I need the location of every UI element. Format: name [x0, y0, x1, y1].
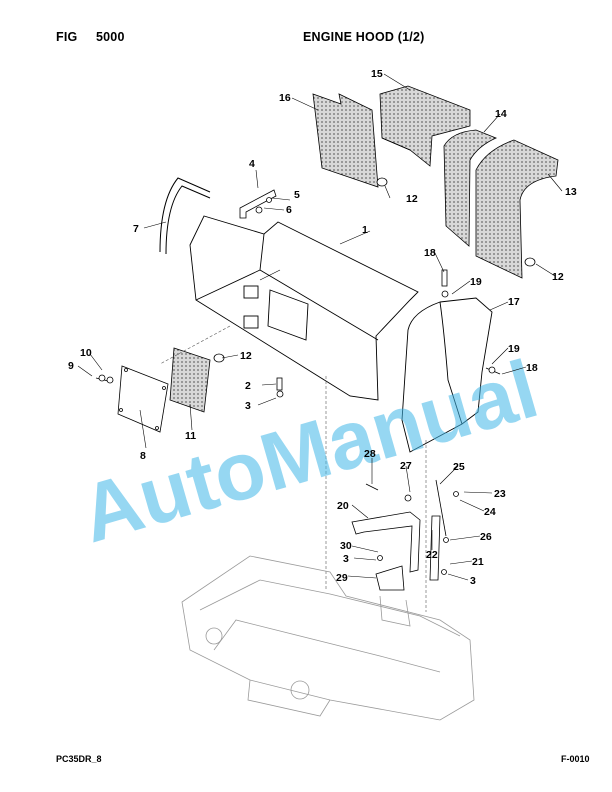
page-title: ENGINE HOOD (1/2): [303, 30, 425, 44]
part-4-bracket: [239, 189, 277, 219]
bolt-2-3: [276, 377, 284, 398]
callout-3: 3: [245, 400, 251, 412]
fig-number: 5000: [96, 30, 125, 44]
callout-1: 1: [362, 224, 368, 236]
callout-18: 18: [526, 362, 538, 374]
part-20-bracket-assembly: [351, 479, 459, 591]
callout-14: 14: [495, 108, 507, 120]
callout-13: 13: [565, 186, 577, 198]
part-1-engine-hood: [189, 215, 419, 401]
fig-label: FIG: [56, 30, 78, 44]
callout-25: 25: [453, 461, 465, 473]
callout-28: 28: [364, 448, 376, 460]
callout-2: 2: [245, 380, 251, 392]
callout-9: 9: [68, 360, 74, 372]
part-17-side-cover: [401, 297, 493, 453]
part-7-seal-strip: [159, 177, 211, 255]
callout-12: 12: [552, 271, 564, 283]
callout-4: 4: [249, 158, 255, 170]
part-14-curved-panel: [443, 129, 498, 247]
bolt-18-19: [441, 269, 501, 375]
callout-6: 6: [286, 204, 292, 216]
callout-12: 12: [406, 193, 418, 205]
callout-21: 21: [472, 556, 484, 568]
callout-15: 15: [371, 68, 383, 80]
callout-8: 8: [140, 450, 146, 462]
guide-lines: [159, 325, 427, 612]
callout-3: 3: [470, 575, 476, 587]
callout-17: 17: [508, 296, 520, 308]
leader-lines: [77, 73, 563, 581]
callout-7: 7: [133, 223, 139, 235]
part-16-perforated-panel: [312, 93, 379, 188]
callout-labels: 1 2 3 3 3 4 5 6 7 8 9 10 11 12 12 12 13 …: [68, 68, 577, 587]
callout-3: 3: [343, 553, 349, 565]
callout-22: 22: [426, 549, 438, 561]
part-15-top-cover: [379, 85, 471, 167]
callout-10: 10: [80, 347, 92, 359]
callout-20: 20: [337, 500, 349, 512]
callout-19: 19: [508, 343, 520, 355]
callout-26: 26: [480, 531, 492, 543]
callout-19: 19: [470, 276, 482, 288]
page-code: F-0010: [561, 754, 590, 764]
callout-24: 24: [484, 506, 496, 518]
model-code: PC35DR_8: [56, 754, 102, 764]
callout-23: 23: [494, 488, 506, 500]
part-11-perforated-plate: [169, 347, 211, 413]
callout-11: 11: [185, 430, 196, 442]
callout-16: 16: [279, 92, 291, 104]
callout-27: 27: [400, 460, 412, 472]
callout-29: 29: [336, 572, 348, 584]
callout-12: 12: [240, 350, 252, 362]
part-13-curved-panel: [475, 139, 559, 279]
bolt-9-10: [95, 374, 114, 384]
part-8-cover-plate: [117, 365, 169, 433]
callout-30: 30: [340, 540, 352, 552]
washer-parts: [213, 177, 536, 363]
callout-18: 18: [424, 247, 436, 259]
callout-5: 5: [294, 189, 300, 201]
machine-frame: [181, 555, 475, 721]
